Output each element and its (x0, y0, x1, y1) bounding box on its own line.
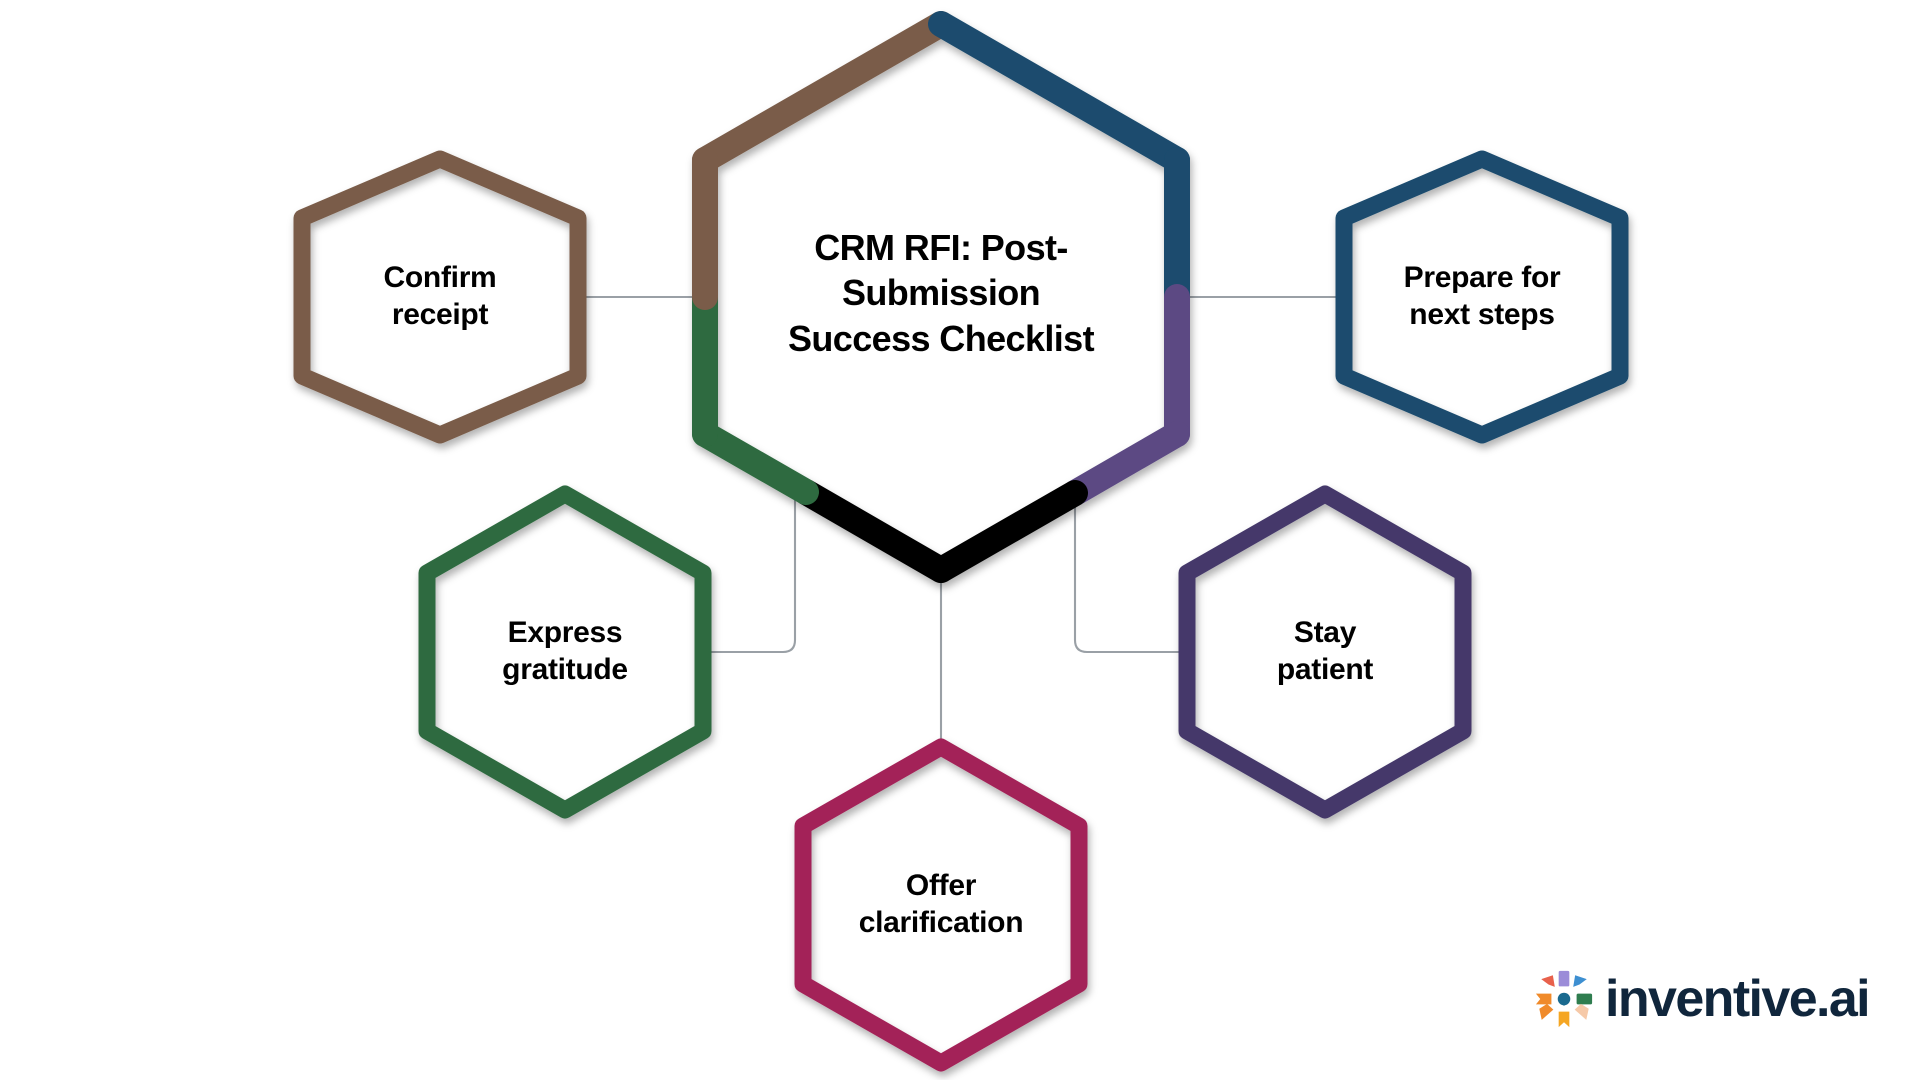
hex-outline-confirm-receipt (293, 150, 587, 444)
hex-outline-express-gratitude (418, 485, 712, 819)
hexagon-express-gratitude[interactable] (418, 485, 712, 819)
center-hexagon-fill (705, 24, 1177, 570)
hex-fill-offer-clarification (803, 747, 1079, 1063)
center-hex-edge-green-lower (692, 421, 819, 505)
hex-fill-express-gratitude (427, 494, 703, 810)
center-hex-edge-black-left (793, 479, 954, 583)
hex-outline-stay-patient (1178, 485, 1472, 819)
hexagon-stay-patient[interactable] (1178, 485, 1472, 819)
center-hex-edge-black-right (928, 480, 1088, 583)
hexagon-confirm-receipt[interactable] (293, 150, 587, 444)
hexagon-offer-clarification[interactable] (794, 738, 1088, 1072)
center-hex-edge-purple-lower (1062, 421, 1190, 506)
inventive-logo-wordmark: inventive.ai (1605, 970, 1871, 1028)
connector-group (573, 295, 1340, 752)
connector-express-gratitude (705, 486, 797, 654)
hex-outline-offer-clarification (794, 738, 1088, 1072)
center-hexagon[interactable] (692, 11, 1190, 583)
hex-fill-confirm-receipt (302, 159, 578, 435)
hex-outline-prepare-next-steps (1335, 150, 1629, 444)
hexagon-prepare-next-steps[interactable] (1335, 150, 1629, 444)
inventive-logo-mark-icon (1535, 970, 1593, 1028)
brand-logo[interactable]: inventive.ai (1533, 968, 1871, 1030)
hex-fill-prepare-next-steps (1344, 159, 1620, 435)
hex-fill-stay-patient (1187, 494, 1463, 810)
connector-stay-patient (1073, 486, 1183, 654)
center-hex-edge-brown (692, 11, 954, 173)
center-hex-edge-blue-top (928, 11, 1190, 173)
